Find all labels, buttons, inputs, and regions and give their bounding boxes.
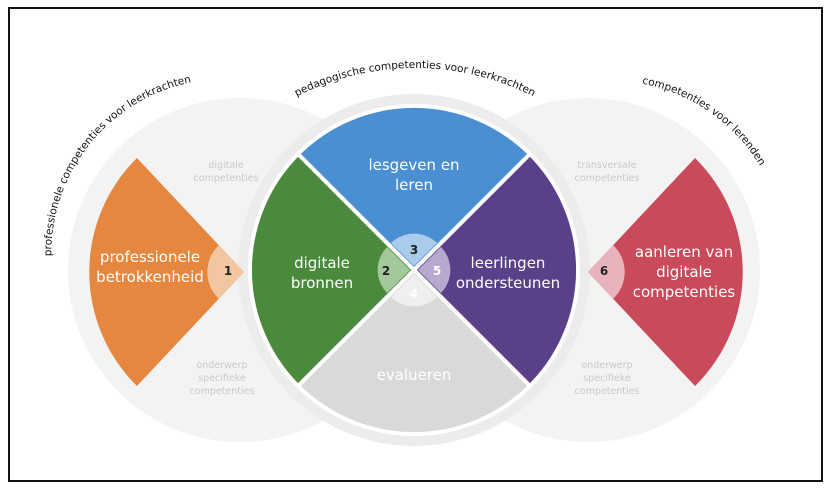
arc-label-middle-path: pedagogische competenties voor leerkrach…: [293, 59, 538, 99]
label-lesgeven-line1: lesgeven en: [368, 156, 459, 174]
grey-right-bottom-1: onderwerp: [581, 360, 632, 371]
label-professionele-line1: professionele: [100, 248, 200, 266]
grey-right-top-2: competenties: [575, 173, 640, 184]
grey-left-top-1: digitale: [208, 160, 244, 171]
number-wedge-1: [207, 245, 244, 299]
number-4: 4: [410, 287, 418, 301]
segment-professionele-betrokkenheid[interactable]: [89, 158, 245, 386]
grey-right-top-1: transversale: [577, 160, 636, 171]
number-wedge-6: [588, 245, 625, 299]
label-aanleren-line1: aanleren van: [635, 243, 733, 261]
grey-left-bottom-3: competenties: [190, 386, 255, 397]
number-1: 1: [224, 264, 232, 278]
grey-right-bottom-3: competenties: [575, 386, 640, 397]
label-aanleren-line3: competenties: [633, 283, 736, 301]
label-evalueren: evalueren: [377, 366, 452, 384]
grey-right-bottom-2: specifieke: [583, 373, 631, 384]
number-wedge-2: [377, 247, 410, 293]
number-6: 6: [600, 264, 608, 278]
number-wedge-3: [391, 233, 437, 266]
segment-aanleren-digitale-competenties[interactable]: [588, 158, 743, 386]
number-wedge-5: [418, 247, 451, 293]
label-digitale-bronnen-line1: digitale: [294, 254, 350, 272]
segment-leerlingen-ondersteunen[interactable]: [411, 151, 580, 389]
grey-left-bottom-1: onderwerp: [196, 360, 247, 371]
label-professionele-line2: betrokkenheid: [96, 268, 204, 286]
arc-label-middle: pedagogische competenties voor leerkrach…: [293, 59, 538, 99]
number-wedge-4: [391, 274, 437, 307]
label-leerlingen-line1: leerlingen: [471, 254, 546, 272]
number-3: 3: [410, 243, 418, 257]
grey-left-bottom-2: specifieke: [198, 373, 246, 384]
label-digitale-bronnen-line2: bronnen: [291, 274, 353, 292]
grey-left-top-2: competenties: [194, 173, 259, 184]
segment-evalueren[interactable]: [295, 267, 533, 436]
label-aanleren-line2: digitale: [656, 263, 712, 281]
segment-lesgeven-en-leren[interactable]: [295, 104, 533, 273]
number-5: 5: [433, 264, 441, 278]
label-lesgeven-line2: leren: [395, 176, 433, 194]
label-leerlingen-line2: ondersteunen: [456, 274, 560, 292]
segment-digitale-bronnen[interactable]: [248, 151, 417, 389]
number-2: 2: [382, 264, 390, 278]
